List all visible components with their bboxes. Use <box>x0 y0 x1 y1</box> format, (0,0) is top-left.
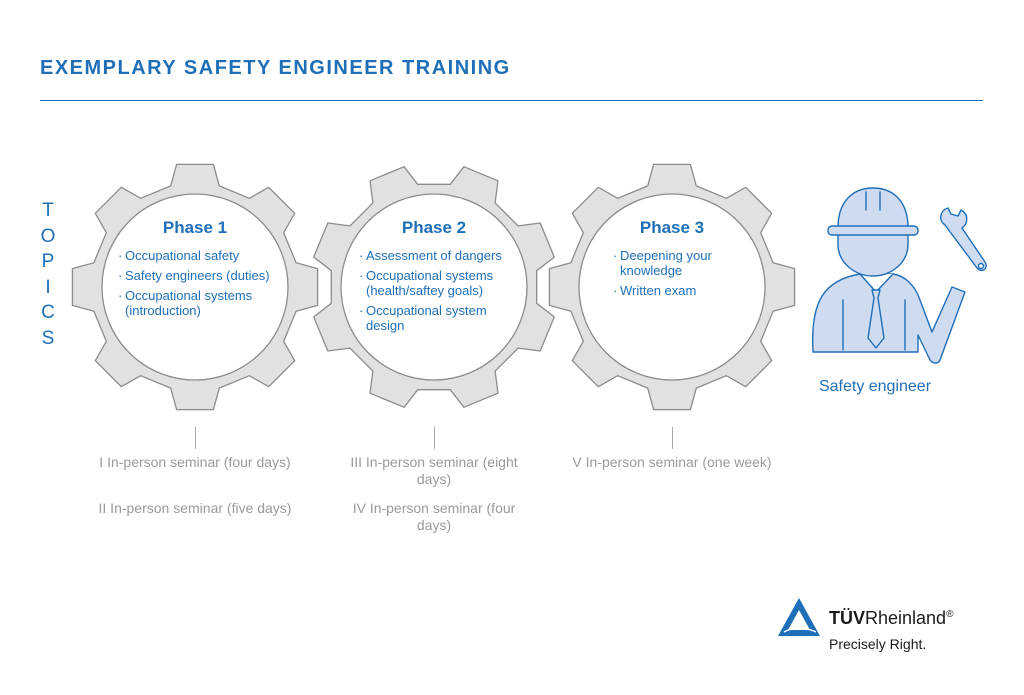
topics-letter: T <box>42 200 54 221</box>
topics-label: T O P I C S <box>38 198 58 351</box>
page-title: EXEMPLARY SAFETY ENGINEER TRAINING <box>40 57 511 79</box>
phase-1-seminar-1: I In-person seminar (four days) <box>99 454 291 470</box>
phase-1-seminar-2: II In-person seminar (five days) <box>98 500 292 516</box>
topic-item: Assessment of dangers <box>359 248 523 263</box>
topic-item: Occupational system design <box>359 303 523 333</box>
engineer-face <box>837 231 909 277</box>
phase-1-title: Phase 1 <box>162 218 228 237</box>
topics-letter: S <box>41 327 55 349</box>
phase-2-topics: Assessment of dangers Occupational syste… <box>359 248 523 338</box>
wrench-icon <box>940 207 987 272</box>
engineer-label: Safety engineer <box>818 378 932 395</box>
logo-bold: TÜV <box>829 608 865 628</box>
topic-item: Safety engineers (duties) <box>118 268 288 283</box>
engineer-body <box>811 273 966 364</box>
topic-item: Occupational safety <box>118 248 288 263</box>
phase-2-title: Phase 2 <box>401 218 467 237</box>
phase-3-connector <box>672 427 673 449</box>
topics-letter: P <box>41 251 55 272</box>
topics-letter: O <box>40 225 56 247</box>
phase-1-topics: Occupational safety Safety engineers (du… <box>118 248 288 323</box>
registered-mark: ® <box>946 609 954 620</box>
phase-1-connector <box>195 427 196 449</box>
topic-item: Written exam <box>613 283 733 298</box>
title-divider <box>40 100 983 101</box>
logo-slogan: Precisely Right. <box>829 636 927 652</box>
topics-letter: I <box>45 276 51 298</box>
phase-2-connector <box>434 427 435 449</box>
topics-letter: C <box>41 302 55 323</box>
logo-rest: Rheinland <box>865 608 947 628</box>
topic-item: Occupational systems (introduction) <box>118 288 288 318</box>
logo-wordmark: TÜVRheinland® <box>829 608 953 629</box>
topic-item: Occupational systems (health/saftey goal… <box>359 268 523 298</box>
phase-3-topics: Deepening your knowledge Written exam <box>613 248 733 303</box>
engineer-helmet <box>837 187 909 229</box>
tuv-logo-icon <box>778 598 820 636</box>
topic-item: Deepening your knowledge <box>613 248 733 278</box>
phase-3-title: Phase 3 <box>639 218 705 237</box>
phase-2-seminar-2: IV In-person seminar (four days) <box>352 500 516 533</box>
phase-1-disc <box>101 193 289 381</box>
engineer-tie <box>867 289 885 349</box>
phase-3-seminar-1: V In-person seminar (one week) <box>572 454 772 470</box>
safety-engineer-icon <box>811 187 987 364</box>
phase-2-seminar-1: III In-person seminar (eight days) <box>350 454 518 487</box>
